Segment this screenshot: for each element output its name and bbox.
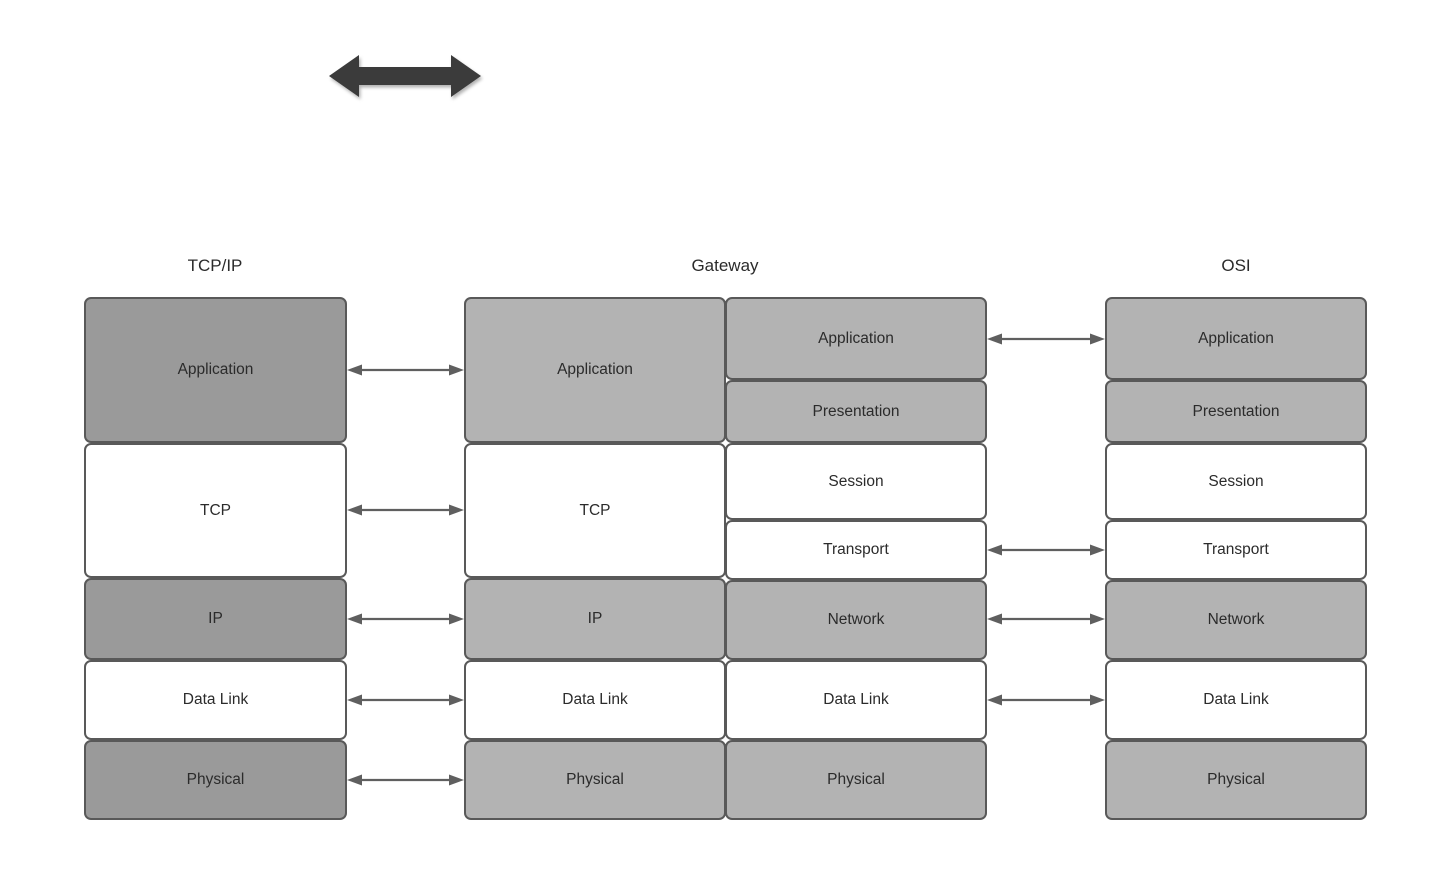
layer-label: TCP — [579, 501, 611, 519]
column-header-gateway: Gateway — [691, 256, 759, 275]
gateway-left-layer-data-link[interactable]: Data Link — [464, 660, 726, 740]
bidirectional-block-arrow — [325, 48, 485, 104]
connector-gateway-osi-application — [987, 329, 1105, 349]
layer-label: Application — [818, 329, 894, 347]
layer-label: Data Link — [1203, 691, 1269, 708]
gateway-right-layer-application[interactable]: Application — [725, 297, 987, 380]
tcpip-layer-physical[interactable]: Physical — [84, 740, 347, 820]
tcpip-layer-tcp[interactable]: TCP — [84, 443, 347, 578]
layer-label: Application — [557, 361, 633, 378]
layer-label: Session — [828, 472, 884, 490]
osi-layer-physical[interactable]: Physical — [1105, 740, 1367, 820]
layer-label: Presentation — [1192, 402, 1280, 420]
gateway-left-layer-ip[interactable]: IP — [464, 578, 726, 660]
layer-label: Physical — [186, 771, 245, 788]
layer-label: Physical — [1207, 771, 1265, 788]
layer-label: Data Link — [182, 691, 249, 708]
connector-tcpip-gateway-data-link — [347, 690, 464, 710]
connector-gateway-osi-transport — [987, 540, 1105, 560]
gateway-right-layer-network[interactable]: Network — [725, 580, 987, 660]
osi-layer-presentation[interactable]: Presentation — [1105, 380, 1367, 443]
tcpip-layer-data-link[interactable]: Data Link — [84, 660, 347, 740]
connector-tcpip-gateway-ip — [347, 609, 464, 629]
layer-label: Data Link — [823, 691, 889, 708]
gateway-left-layer-physical[interactable]: Physical — [464, 740, 726, 820]
column-header-tcpip: TCP/IP — [187, 256, 243, 275]
gateway-right-layer-data-link[interactable]: Data Link — [725, 660, 987, 740]
gateway-left-layer-application[interactable]: Application — [464, 297, 726, 443]
layer-label: Physical — [566, 771, 624, 788]
layer-label: Transport — [1203, 541, 1269, 558]
gateway-left-layer-tcp[interactable]: TCP — [464, 443, 726, 578]
layer-label: Presentation — [812, 402, 900, 420]
layer-label: Physical — [827, 771, 885, 788]
layer-label: TCP — [200, 501, 231, 519]
layer-label: Transport — [823, 541, 889, 558]
layer-label: Network — [1207, 611, 1265, 628]
gateway-right-layer-presentation[interactable]: Presentation — [725, 380, 987, 443]
layer-label: Data Link — [562, 691, 628, 708]
osi-layer-application[interactable]: Application — [1105, 297, 1367, 380]
layer-label: Session — [1208, 472, 1264, 490]
osi-layer-network[interactable]: Network — [1105, 580, 1367, 660]
osi-layer-data-link[interactable]: Data Link — [1105, 660, 1367, 740]
tcpip-layer-ip[interactable]: IP — [84, 578, 347, 660]
gateway-right-layer-session[interactable]: Session — [725, 443, 987, 520]
layer-label: IP — [208, 610, 223, 627]
gateway-right-layer-physical[interactable]: Physical — [725, 740, 987, 820]
tcpip-layer-application[interactable]: Application — [84, 297, 347, 443]
connector-tcpip-gateway-tcp — [347, 500, 464, 520]
layer-label: Application — [1198, 329, 1274, 347]
layer-label: Network — [827, 611, 885, 628]
layer-label: Application — [177, 361, 254, 378]
gateway-right-layer-transport[interactable]: Transport — [725, 520, 987, 580]
connector-tcpip-gateway-application — [347, 360, 464, 380]
connector-gateway-osi-network — [987, 609, 1105, 629]
column-header-osi: OSI — [1221, 256, 1251, 275]
connector-tcpip-gateway-physical — [347, 770, 464, 790]
layer-label: IP — [587, 610, 603, 627]
connector-gateway-osi-data-link — [987, 690, 1105, 710]
osi-layer-session[interactable]: Session — [1105, 443, 1367, 520]
osi-layer-transport[interactable]: Transport — [1105, 520, 1367, 580]
